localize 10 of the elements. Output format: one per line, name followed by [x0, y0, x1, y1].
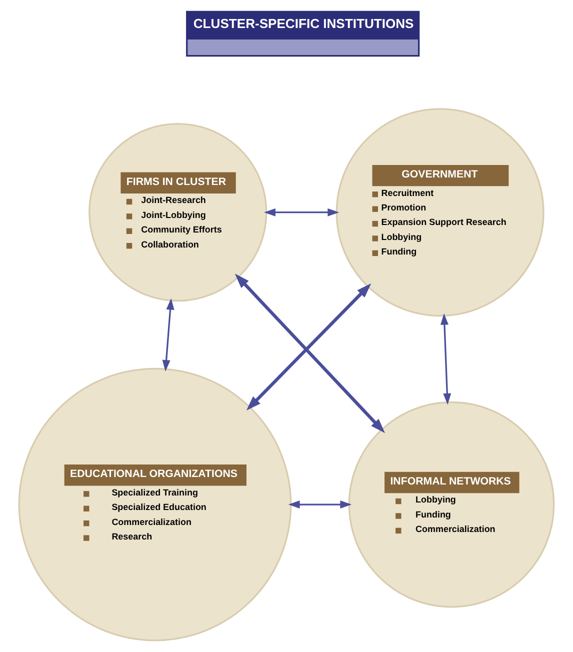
node-circle: EDUCATIONAL ORGANIZATIONS Specialized Training Specialized Education Commercialization Research [18, 368, 292, 642]
arrow [288, 500, 352, 509]
arrow [162, 298, 174, 372]
arrow [234, 274, 385, 434]
arrow [246, 283, 372, 411]
node-circle: INFORMAL NETWORKS Lobbying Funding Commercialization [348, 401, 555, 608]
arrow [440, 313, 452, 405]
arrow [264, 208, 340, 216]
node-circle: FIRMS IN CLUSTER Joint-Research Joint-Lobbying Community Efforts Collaboration [88, 122, 268, 302]
node-circle: GOVERNMENT Recruitment Promotion Expansion Support Research Lobbying Funding [336, 108, 544, 317]
